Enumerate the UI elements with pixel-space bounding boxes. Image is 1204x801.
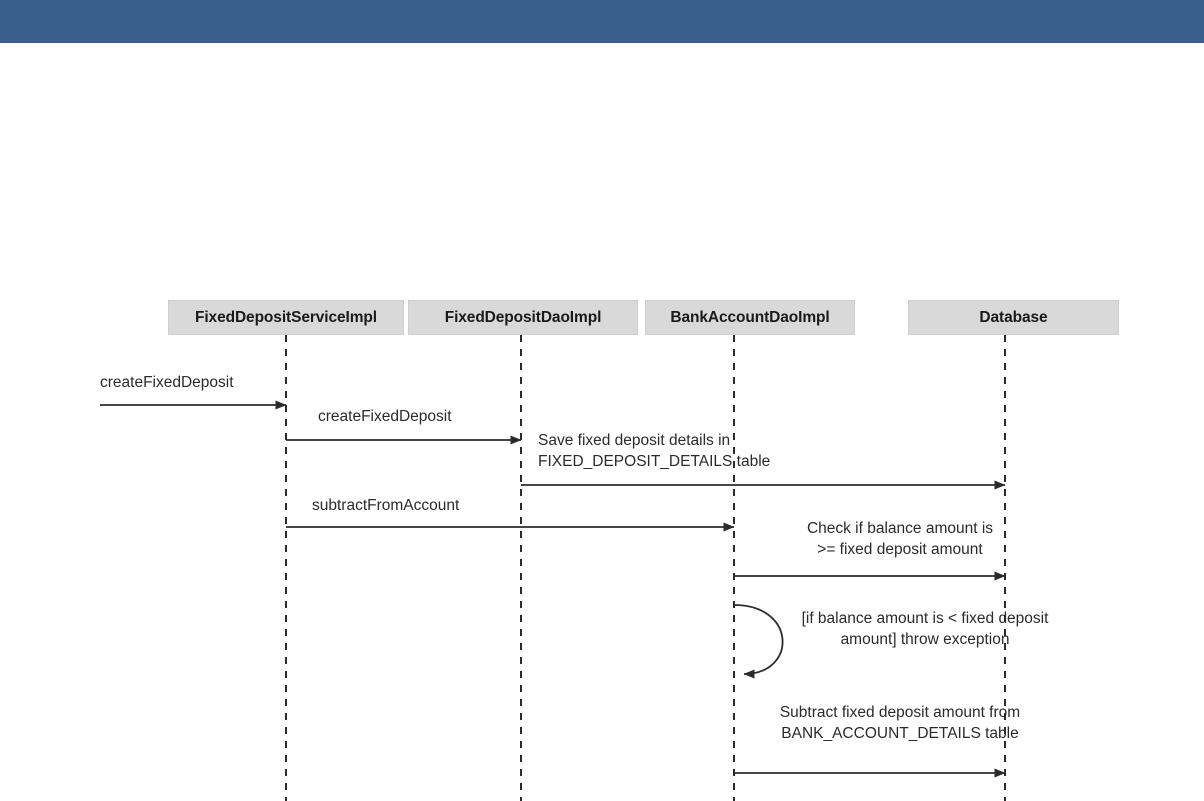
participant-label-bank-account-dao-impl: BankAccountDaoImpl [670, 308, 830, 326]
participant-box-fixed-deposit-dao-impl: FixedDepositDaoImpl [408, 300, 638, 335]
participant-box-fixed-deposit-service-impl: FixedDepositServiceImpl [168, 300, 404, 335]
message-label-msg-check-balance-amount: Check if balance amount is >= fixed depo… [806, 520, 994, 558]
message-label-msg-subtract-fixed-deposit-amount: Subtract fixed deposit amount from BANK_… [779, 704, 1021, 742]
top-blue-banner [0, 0, 1204, 43]
message-label-msg-subtract-from-account: subtractFromAccount [312, 497, 460, 514]
participant-label-fixed-deposit-dao-impl: FixedDepositDaoImpl [444, 308, 602, 326]
participant-label-fixed-deposit-service-impl: FixedDepositServiceImpl [194, 308, 378, 326]
messages-group [100, 400, 1006, 778]
message-label-msg-create-fixed-deposit-entry: createFixedDeposit [100, 374, 234, 391]
message-label-msg-throw-exception-self-call: [if balance amount is < fixed deposit am… [801, 610, 1049, 648]
message-label-msg-create-fixed-deposit: createFixedDeposit [318, 408, 452, 425]
message-label-msg-save-fixed-deposit-details: Save fixed deposit details in FIXED_DEPO… [538, 432, 771, 470]
participant-box-bank-account-dao-impl: BankAccountDaoImpl [645, 300, 855, 335]
message-arrow-msg-throw-exception-self-call [733, 604, 784, 679]
participant-label-database: Database [979, 308, 1048, 326]
participant-box-database: Database [908, 300, 1119, 335]
